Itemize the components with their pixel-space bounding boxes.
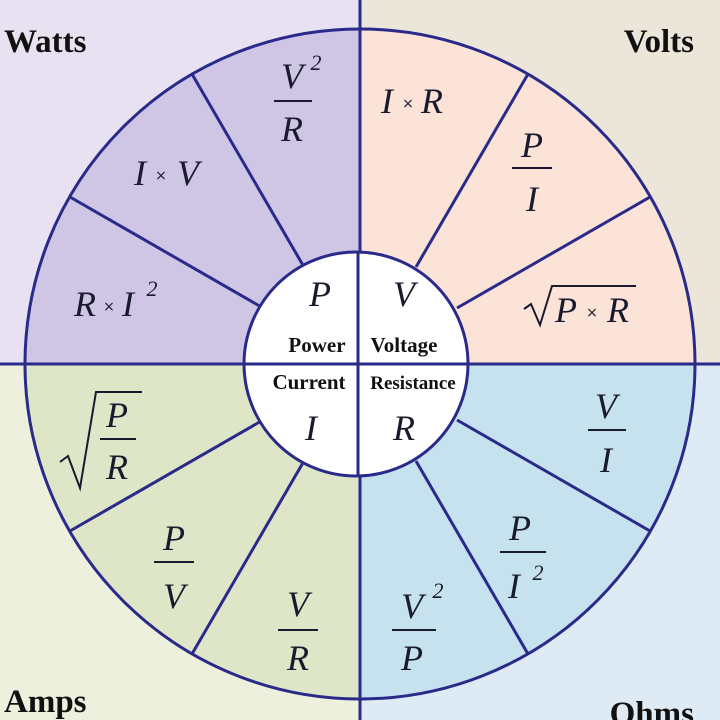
- resistance-symbol: R: [392, 408, 415, 448]
- spoke: [69, 418, 264, 533]
- formula-operand: I: [121, 284, 136, 324]
- volts-wedge: [360, 29, 695, 364]
- formula-v-squared-over-r: V 2 R: [274, 50, 322, 149]
- formula-sqrt-p-over-r: P R: [59, 391, 142, 492]
- formula-operand: R: [73, 284, 96, 324]
- formula-denominator: I: [525, 179, 540, 219]
- watts-wedge: [25, 29, 360, 364]
- formula-exponent: 2: [433, 578, 444, 603]
- square-root-sign: [59, 391, 142, 492]
- formula-exponent: 2: [311, 50, 322, 75]
- formula-denominator: R: [280, 109, 303, 149]
- formula-sqrt-p-times-r: P × R: [523, 285, 636, 330]
- formula-p-over-v: P V: [154, 518, 194, 616]
- current-caption: Current: [272, 370, 345, 394]
- multiply-sign: ×: [103, 299, 115, 315]
- spoke: [456, 418, 651, 533]
- formula-numerator: P: [508, 508, 531, 548]
- amps-label: Amps: [4, 684, 87, 720]
- watts-label: Watts: [4, 24, 87, 60]
- formula-operand: R: [606, 290, 629, 330]
- power-caption: Power: [288, 333, 345, 357]
- formula-denominator: V: [163, 576, 189, 616]
- multiply-sign: ×: [586, 305, 598, 321]
- spoke: [414, 73, 530, 268]
- multiply-sign: ×: [402, 96, 414, 112]
- formula-denominator: P: [400, 638, 423, 678]
- square-root-sign: [523, 285, 636, 328]
- formula-numerator: V: [287, 584, 313, 624]
- spoke: [190, 460, 306, 655]
- formula-numerator: V: [401, 586, 427, 626]
- formula-exponent: 2: [533, 560, 544, 585]
- formula-v-over-r: V R: [278, 584, 318, 678]
- voltage-caption: Voltage: [371, 333, 438, 357]
- formula-numerator: V: [595, 386, 621, 426]
- formula-p-over-i: P I: [512, 125, 552, 219]
- formula-numerator: P: [105, 395, 128, 435]
- spoke: [190, 73, 306, 268]
- formula-p-over-i-squared: P I 2: [500, 508, 546, 606]
- formula-numerator: P: [162, 518, 185, 558]
- amps-wedge: [25, 364, 360, 699]
- formula-denominator: R: [286, 638, 309, 678]
- resistance-caption: Resistance: [370, 373, 455, 394]
- formula-i-times-v: I × V: [133, 153, 203, 193]
- multiply-sign: ×: [155, 168, 167, 184]
- voltage-symbol: V: [393, 274, 419, 314]
- formula-r-times-i-squared: R × I 2: [73, 276, 158, 324]
- formula-i-times-r: I × R: [380, 81, 443, 121]
- ohms-label: Ohms: [610, 696, 695, 720]
- ohms-wedge: [360, 364, 695, 699]
- formula-operand: V: [177, 153, 203, 193]
- formula-operand: P: [554, 290, 577, 330]
- current-symbol: I: [304, 408, 319, 448]
- formula-v-over-i: V I: [588, 386, 626, 480]
- formula-v-squared-over-p: V 2 P: [392, 578, 444, 678]
- formula-denominator: I: [599, 440, 614, 480]
- formula-operand: R: [420, 81, 443, 121]
- spoke: [414, 460, 530, 655]
- formula-denominator: R: [105, 447, 128, 487]
- spoke: [69, 195, 264, 310]
- spoke: [456, 195, 651, 310]
- power-symbol: P: [308, 274, 331, 314]
- formula-exponent: 2: [147, 276, 158, 301]
- formula-numerator: V: [281, 56, 307, 96]
- formula-operand: I: [380, 81, 395, 121]
- volts-label: Volts: [624, 24, 694, 60]
- formula-operand: I: [133, 153, 148, 193]
- formula-denominator: I: [507, 566, 522, 606]
- formula-numerator: P: [520, 125, 543, 165]
